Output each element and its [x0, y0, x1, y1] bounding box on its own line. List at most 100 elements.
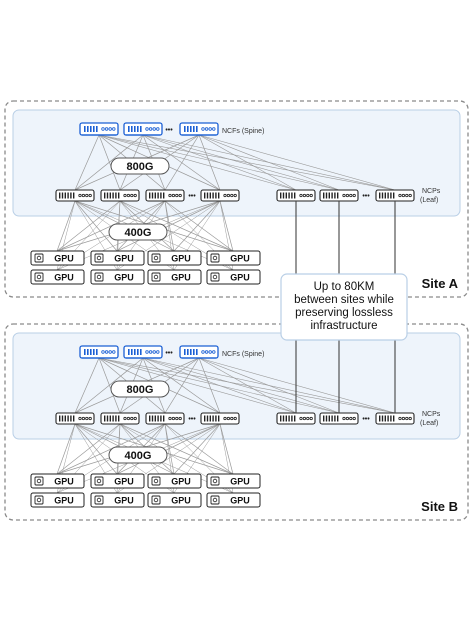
- gpu-chip-icon: [94, 253, 104, 263]
- leaf-switch-icon: [55, 189, 95, 202]
- leaf-switch-icon: [319, 412, 359, 425]
- gpu-node: GPU: [147, 492, 202, 508]
- ellipsis: •••: [165, 127, 173, 134]
- gpu-node: GPU: [90, 269, 145, 285]
- gpu-chip-icon: [151, 495, 161, 505]
- gpu-node: GPU: [206, 250, 261, 266]
- speed-400g-label: 400G: [125, 227, 152, 239]
- leaf-tier-label: NCPs: [422, 411, 441, 418]
- gpu-label: GPU: [230, 273, 250, 283]
- site-b: 800G 400G ••• NCFs (Spine) ••• ••• NCPs (Leaf) G…: [4, 323, 469, 521]
- leaf-switch-icon: [100, 412, 140, 425]
- gpu-label: GPU: [171, 496, 191, 506]
- gpu-node: GPU: [206, 269, 261, 285]
- gpu-chip-icon: [210, 476, 220, 486]
- spine-switch-icon: [79, 345, 119, 359]
- gpu-chip-icon: [34, 272, 44, 282]
- ellipsis: •••: [362, 416, 370, 423]
- ellipsis: •••: [362, 193, 370, 200]
- gpu-node: GPU: [147, 473, 202, 489]
- speed-800g-pill: [110, 380, 170, 398]
- site-border: [4, 100, 469, 298]
- gpu-label: GPU: [114, 477, 134, 487]
- leaf-switch-icon: [375, 412, 415, 425]
- gpu-label: GPU: [54, 477, 74, 487]
- leaf-tier-sublabel: (Leaf): [420, 420, 438, 427]
- spine-tier-label: NCFs (Spine): [222, 351, 264, 358]
- gpu-node: GPU: [30, 269, 85, 285]
- gpu-chip-icon: [210, 272, 220, 282]
- gpu-chip-icon: [34, 476, 44, 486]
- leaf-tier-label: NCPs: [422, 188, 441, 195]
- gpu-node: GPU: [206, 492, 261, 508]
- leaf-switch-icon: [200, 412, 240, 425]
- gpu-node: GPU: [30, 250, 85, 266]
- gpu-chip-icon: [210, 495, 220, 505]
- site-label: Site A: [422, 276, 459, 291]
- gpu-label: GPU: [230, 496, 250, 506]
- leaf-tier-sublabel: (Leaf): [420, 197, 438, 204]
- spine-switch-icon: [123, 345, 163, 359]
- gpu-label: GPU: [171, 273, 191, 283]
- gpu-node: GPU: [147, 250, 202, 266]
- speed-800g-label: 800G: [127, 161, 154, 173]
- leaf-switch-icon: [55, 412, 95, 425]
- gpu-chip-icon: [34, 495, 44, 505]
- speed-400g-pill: [108, 223, 168, 241]
- site-a: 800G 400G ••• NCFs (Spine) ••• ••• NCPs (Leaf) G…: [4, 100, 469, 298]
- distance-callout: Up to 80KM between sites while preservin…: [280, 273, 408, 341]
- ellipsis: •••: [188, 416, 196, 423]
- site-label: Site B: [421, 499, 458, 514]
- gpu-chip-icon: [34, 253, 44, 263]
- gpu-chip-icon: [94, 272, 104, 282]
- leaf-switch-icon: [145, 412, 185, 425]
- leaf-switch-icon: [375, 189, 415, 202]
- gpu-node: GPU: [30, 473, 85, 489]
- gpu-chip-icon: [151, 272, 161, 282]
- leaf-switch-icon: [276, 412, 316, 425]
- speed-800g-label: 800G: [127, 384, 154, 396]
- gpu-chip-icon: [151, 253, 161, 263]
- gpu-label: GPU: [114, 496, 134, 506]
- gpu-label: GPU: [114, 273, 134, 283]
- gpu-chip-icon: [151, 476, 161, 486]
- gpu-label: GPU: [54, 273, 74, 283]
- leaf-switch-icon: [319, 189, 359, 202]
- spine-switch-icon: [123, 122, 163, 136]
- fabric-links: [56, 134, 396, 271]
- gpu-node: GPU: [30, 492, 85, 508]
- spine-switch-icon: [179, 345, 219, 359]
- callout-line-1: Up to 80KM: [314, 281, 375, 293]
- speed-400g-label: 400G: [125, 450, 152, 462]
- gpu-label: GPU: [171, 254, 191, 264]
- speed-400g-pill: [108, 446, 168, 464]
- gpu-chip-icon: [94, 476, 104, 486]
- gpu-node: GPU: [147, 269, 202, 285]
- gpu-node: GPU: [90, 492, 145, 508]
- gpu-label: GPU: [230, 477, 250, 487]
- gpu-node: GPU: [206, 473, 261, 489]
- ellipsis: •••: [165, 350, 173, 357]
- gpu-chip-icon: [210, 253, 220, 263]
- gpu-label: GPU: [171, 477, 191, 487]
- ellipsis: •••: [188, 193, 196, 200]
- callout-line-4: infrastructure: [310, 320, 377, 332]
- leaf-switch-icon: [276, 189, 316, 202]
- spine-switch-icon: [79, 122, 119, 136]
- leaf-switch-icon: [145, 189, 185, 202]
- spine-switch-icon: [179, 122, 219, 136]
- gpu-label: GPU: [230, 254, 250, 264]
- callout-line-3: preserving lossless: [295, 307, 393, 319]
- gpu-node: GPU: [90, 473, 145, 489]
- callout-line-2: between sites while: [294, 294, 394, 306]
- gpu-node: GPU: [90, 250, 145, 266]
- speed-800g-pill: [110, 157, 170, 175]
- gpu-chip-icon: [94, 495, 104, 505]
- leaf-switch-icon: [100, 189, 140, 202]
- gpu-label: GPU: [54, 254, 74, 264]
- site-border: [4, 323, 469, 521]
- leaf-switch-icon: [200, 189, 240, 202]
- spine-tier-label: NCFs (Spine): [222, 128, 264, 135]
- gpu-label: GPU: [54, 496, 74, 506]
